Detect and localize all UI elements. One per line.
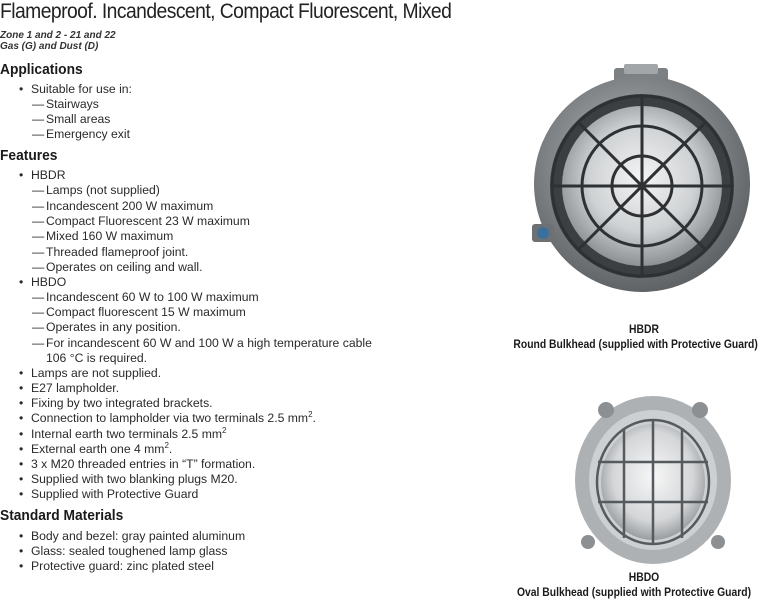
feature-item: Lamps are not supplied.	[19, 366, 161, 381]
application-item: Emergency exit	[32, 127, 130, 142]
hbdr-name: Round Bulkhead (supplied with Protective…	[513, 339, 758, 351]
materials-heading: Standard Materials	[0, 508, 124, 524]
features-heading: Features	[0, 148, 58, 164]
round-bulkhead-image	[532, 64, 750, 292]
hbdo-item: For incandescent 60 W and 100 W a high t…	[32, 336, 372, 351]
hbdo-code: HBDO	[628, 572, 660, 584]
hbdr-item: Incandescent 200 W maximum	[32, 199, 213, 214]
feature-item: Connection to lampholder via two termina…	[19, 410, 316, 426]
hbdo-item-continuation: 106 °C is required.	[46, 351, 148, 365]
hbdr-item: Compact Fluorescent 23 W maximum	[32, 214, 250, 229]
feature-item: External earth one 4 mm2.	[19, 441, 172, 457]
feature-item: Internal earth two terminals 2.5 mm2	[19, 426, 226, 442]
applications-intro: Suitable for use in:	[19, 82, 132, 97]
hbdr-item: Lamps (not supplied)	[32, 183, 160, 198]
hbdr-code: HBDR	[629, 324, 659, 336]
hbdo-name: Oval Bulkhead (supplied with Protective …	[516, 587, 752, 599]
application-item: Stairways	[32, 97, 99, 112]
oval-bulkhead-image	[575, 396, 731, 564]
feature-item: 3 x M20 threaded entries in “T” formatio…	[19, 457, 255, 472]
hbdr-item: Threaded flameproof joint.	[32, 245, 188, 260]
material-item: Glass: sealed toughened lamp glass	[19, 544, 228, 559]
hbdo-item: Incandescent 60 W to 100 W maximum	[32, 290, 259, 305]
zone-subtitle: Zone 1 and 2 - 21 and 22	[0, 30, 116, 41]
feature-item: E27 lampholder.	[19, 381, 119, 396]
feature-item: Supplied with two blanking plugs M20.	[19, 472, 238, 487]
application-item: Small areas	[32, 112, 110, 127]
hbdo-item: Compact fluorescent 15 W maximum	[32, 305, 246, 320]
feature-item: Supplied with Protective Guard	[19, 487, 198, 502]
hbdr-item: Mixed 160 W maximum	[32, 229, 173, 244]
hbdr-item: Operates on ceiling and wall.	[32, 260, 202, 275]
applications-heading: Applications	[0, 62, 83, 78]
gas-dust-subtitle: Gas (G) and Dust (D)	[0, 41, 99, 52]
hbdo-label: HBDO	[19, 275, 66, 290]
page-title: Flameproof. Incandescent, Compact Fluore…	[0, 0, 452, 23]
hbdr-label: HBDR	[19, 168, 65, 183]
material-item: Body and bezel: gray painted aluminum	[19, 529, 245, 544]
hbdo-item: Operates in any position.	[32, 320, 181, 335]
feature-item: Fixing by two integrated brackets.	[19, 396, 213, 411]
material-item: Protective guard: zinc plated steel	[19, 559, 214, 574]
